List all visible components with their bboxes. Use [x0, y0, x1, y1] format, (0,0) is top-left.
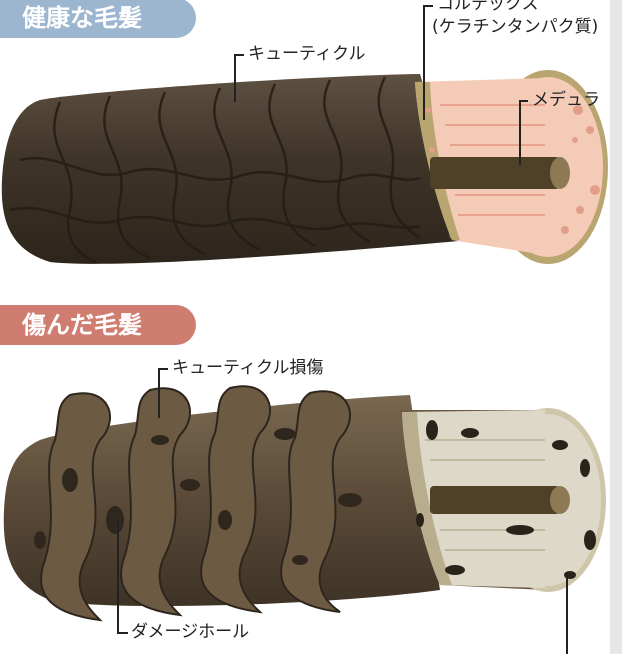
lifted-cuticle-flaps	[40, 385, 351, 622]
damage-holes	[34, 428, 362, 565]
label-cortex-keratin: (ケラチンタンパク質)	[432, 17, 599, 37]
damaged-cross-section	[400, 408, 606, 592]
damaged-hair-title: 傷んだ毛髪	[0, 305, 196, 345]
label-medulla: メデュラ	[532, 90, 600, 110]
label-cortex: コルテックス	[437, 0, 539, 14]
right-edge-strip	[610, 0, 622, 654]
label-cuticle-damage: キューティクル損傷	[172, 358, 324, 378]
damaged-leader-lines	[117, 368, 568, 654]
healthy-cross-section	[415, 70, 608, 264]
damaged-hair-strand	[3, 368, 606, 654]
healthy-hair-strand	[1, 5, 608, 264]
healthy-hair-title: 健康な毛髪	[0, 0, 196, 38]
cuticle-scales	[9, 76, 421, 264]
healthy-leader-lines	[234, 5, 528, 165]
label-damage-hole: ダメージホール	[131, 622, 250, 642]
label-cuticle: キューティクル	[248, 44, 366, 64]
